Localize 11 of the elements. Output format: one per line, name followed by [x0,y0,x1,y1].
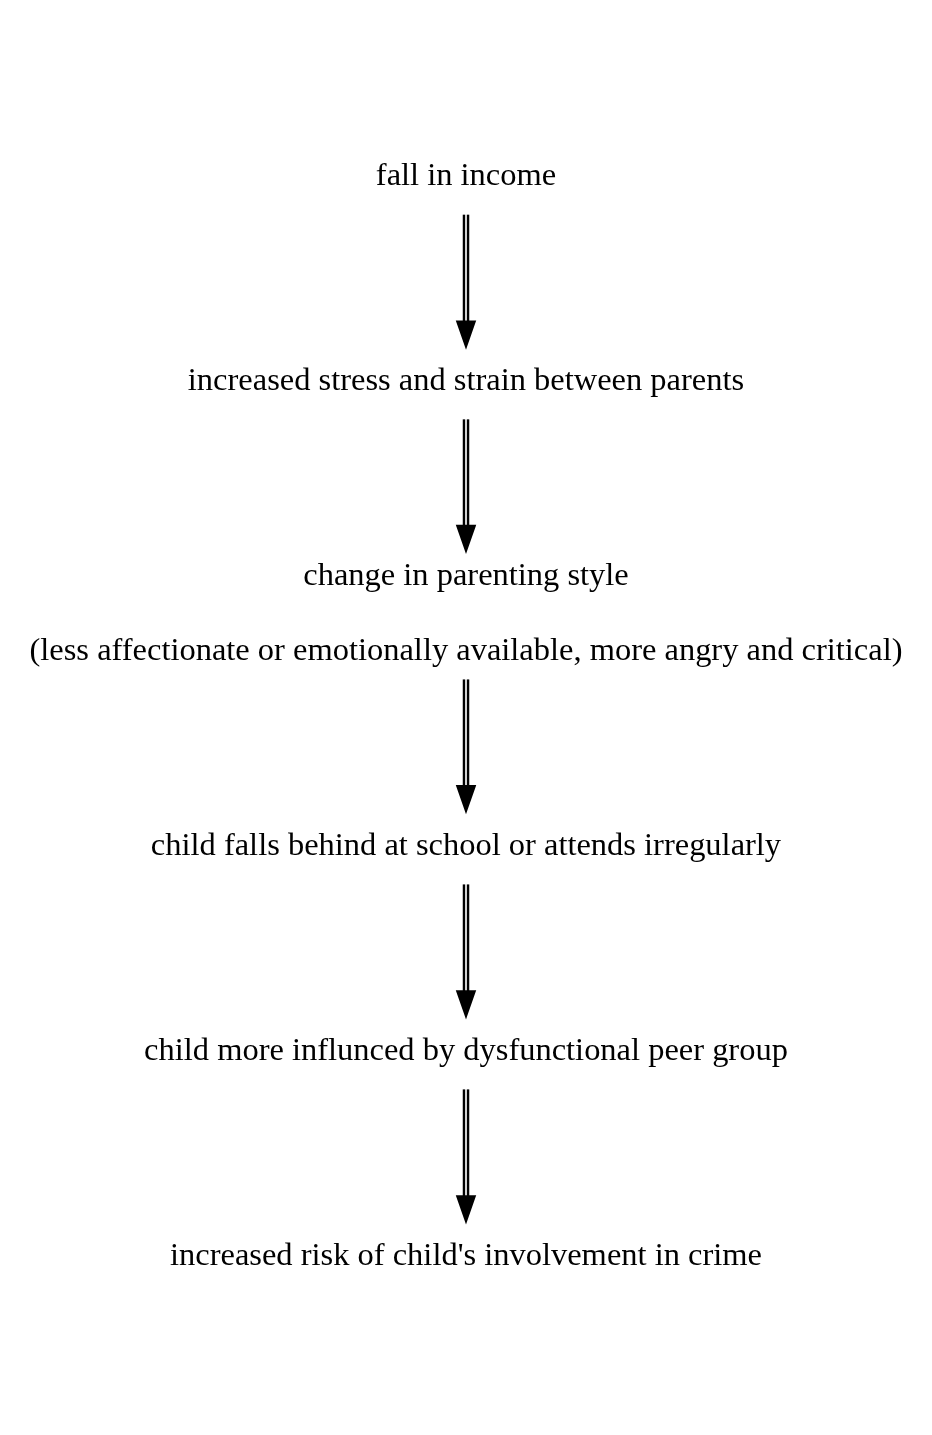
node-text: change in parenting style (less affectionate or emotionally available, more angry and critical) [29,556,903,668]
arrow [455,884,477,1020]
node-text: child falls behind at school or attends irregularly [150,826,782,863]
node-text: increased stress and strain between parents [187,361,745,398]
arrow [455,1089,477,1225]
node-text: fall in income [375,156,557,193]
arrow [455,214,477,350]
node-text: increased risk of child's involvement in crime [170,1236,762,1273]
arrow [455,419,477,555]
arrow [455,679,477,815]
node-text: child more influnced by dysfunctional peer group [144,1031,788,1068]
